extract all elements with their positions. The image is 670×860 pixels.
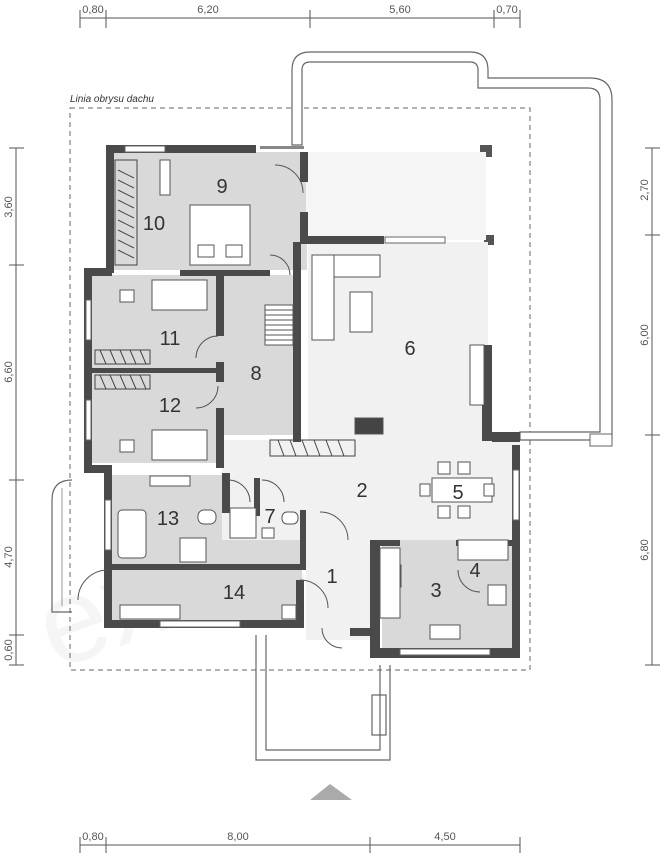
bottom-dim-3: 4,50 [434,831,455,843]
left-dim-4: 0,60 [3,639,15,660]
right-dim-2: 6,00 [639,324,651,345]
bottom-dim-1: 0,80 [82,831,103,843]
room-label-11: 11 [160,328,181,350]
right-dimension-line [645,147,660,666]
top-dim-2: 6,20 [197,4,218,16]
top-dim-1: 0,80 [82,4,103,16]
room-label-6: 6 [404,338,415,360]
room-label-7: 7 [264,506,275,528]
top-dimension-line [79,10,521,28]
top-dim-4: 0,70 [496,4,517,16]
entrance-arrow-icon [310,784,352,800]
roof-outline-label: Linia obrysu dachu [70,94,154,105]
room-labels: 1 2 3 4 5 6 7 8 9 10 11 12 13 14 [143,176,481,604]
entrance-porch [255,635,391,761]
bottom-dimension-line [79,837,521,853]
bottom-dim-2: 8,00 [227,831,248,843]
windows [85,145,520,656]
furniture-beds [119,159,251,461]
left-dim-3: 4,70 [3,546,15,567]
left-dim-1: 3,60 [3,196,15,217]
doors [77,164,481,649]
room-label-5: 5 [452,482,463,504]
room-label-10: 10 [143,213,165,235]
right-dim-3: 6,80 [639,539,651,560]
room-label-4: 4 [469,560,480,582]
room-label-2: 2 [356,480,367,502]
kitchen-fixtures [379,539,509,640]
room-label-13: 13 [157,508,179,530]
left-dim-2: 6,60 [3,361,15,382]
left-dimension-line [9,147,24,666]
top-dim-3: 5,60 [389,4,410,16]
west-bay-window [51,479,73,613]
room-label-14: 14 [223,582,245,604]
room-label-3: 3 [430,580,441,602]
room-label-12: 12 [159,395,181,417]
right-dim-1: 2,70 [639,179,651,200]
room-label-9: 9 [216,176,227,198]
room-label-1: 1 [326,566,337,588]
wardrobes [94,159,356,457]
stairs [264,304,294,346]
bathroom-fixtures [117,475,299,620]
room-label-8: 8 [250,363,261,385]
living-furniture [311,254,495,519]
